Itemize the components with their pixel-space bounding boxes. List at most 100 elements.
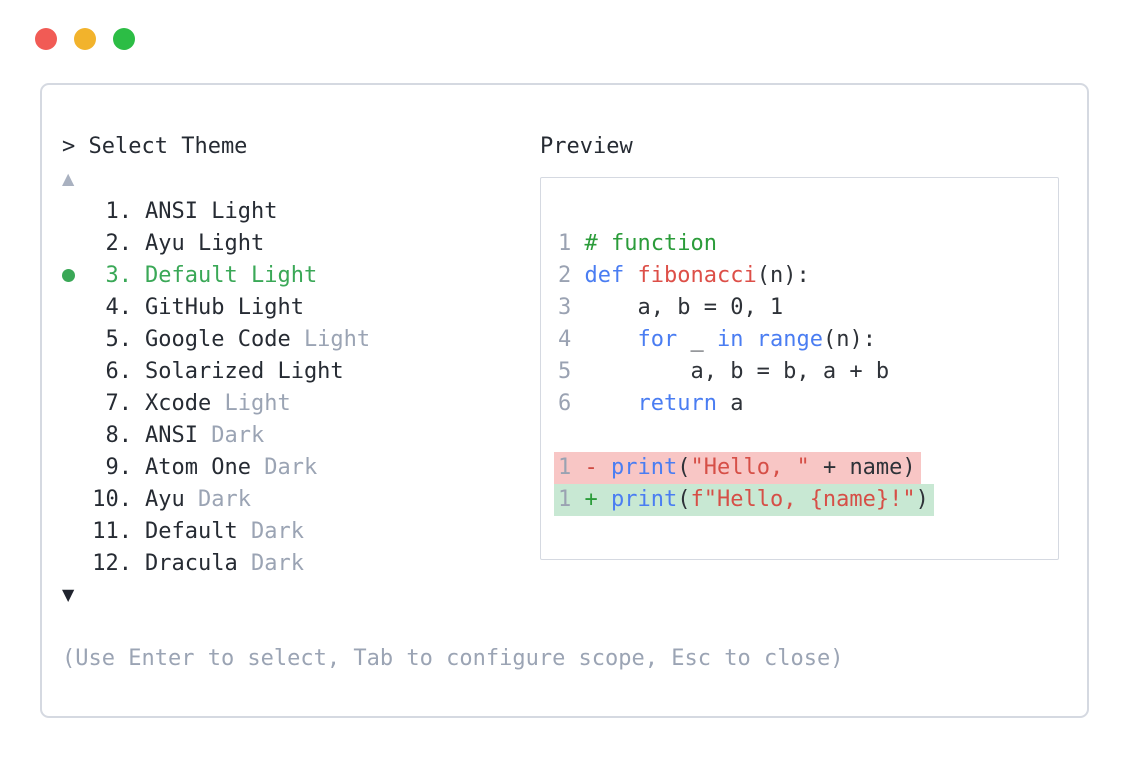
theme-number: 2.: [105, 230, 133, 256]
code-line-content: 3 a, b = 0, 1: [554, 292, 788, 324]
code-token: 5: [558, 359, 585, 384]
diff-added-line: 1 + print(f"Hello, {name}!"): [554, 484, 1050, 516]
code-token: range: [756, 327, 823, 352]
close-button[interactable]: [35, 28, 57, 50]
code-token: for: [637, 327, 678, 352]
code-token: "Hello, ": [690, 455, 810, 480]
code-line-content: [554, 420, 563, 452]
code-line: 5 a, b = b, a + b: [554, 356, 1050, 388]
theme-name: Atom One: [145, 454, 251, 480]
code-line: 2 def fibonacci(n):: [554, 260, 1050, 292]
theme-option[interactable]: 5. Google Code Light: [62, 323, 1067, 355]
code-line-content: 1 + print(f"Hello, {name}!"): [554, 484, 934, 516]
keyboard-hint-text: (Use Enter to select, Tab to configure s…: [62, 646, 844, 671]
theme-name: Ayu Light: [145, 230, 265, 256]
theme-name-muted: Dark: [264, 454, 318, 480]
scroll-up-icon[interactable]: ▲: [62, 169, 75, 188]
code-token: a: [716, 391, 744, 416]
code-token: [585, 391, 638, 416]
code-token: print: [611, 455, 678, 480]
theme-name-muted: Light: [224, 390, 291, 416]
theme-name-muted: Dark: [250, 550, 304, 576]
code-token: 2: [558, 263, 585, 288]
code-token: +: [584, 487, 611, 512]
theme-option[interactable]: 6. Solarized Light: [62, 355, 1067, 387]
theme-number: 8.: [105, 422, 133, 448]
theme-option[interactable]: 10. Ayu Dark: [62, 483, 1067, 515]
code-line: 4 for _ in range(n):: [554, 324, 1050, 356]
code-token: [743, 327, 756, 352]
theme-name: Ayu: [145, 486, 185, 512]
code-token: (n):: [822, 327, 876, 352]
code-token: # function: [584, 231, 717, 256]
code-token: 6: [558, 391, 585, 416]
code-token: + name): [809, 455, 916, 480]
zoom-button[interactable]: [113, 28, 135, 50]
theme-option[interactable]: 1. ANSI Light: [62, 195, 1067, 227]
code-line-content: 2 def fibonacci(n):: [554, 260, 815, 292]
theme-number: 3.: [105, 262, 133, 288]
code-token: [585, 327, 638, 352]
preview-title: Preview: [540, 134, 633, 159]
code-token: _: [677, 327, 717, 352]
code-line-content: 4 for _ in range(n):: [554, 324, 881, 356]
scroll-down-icon[interactable]: ▼: [62, 585, 75, 604]
theme-list: 1. ANSI Light 2. Ayu Light 3. Default Light 4.…: [62, 195, 1067, 579]
selected-bullet-icon: [62, 268, 92, 282]
code-line-content: 6 return a: [554, 388, 748, 420]
code-line: 1 # function: [554, 228, 1050, 260]
theme-list-section: > Select Theme ▲ 1. ANSI Light 2. Ayu Light…: [62, 131, 1067, 675]
code-token: 1: [558, 231, 585, 256]
theme-option[interactable]: 12. Dracula Dark: [62, 547, 1067, 579]
code-line: 3 a, b = 0, 1: [554, 292, 1050, 324]
code-token: (: [677, 455, 691, 480]
theme-number: 6.: [105, 358, 133, 384]
code-token: -: [584, 455, 611, 480]
code-token: 4: [558, 327, 585, 352]
theme-name-muted: Light: [303, 326, 371, 352]
code-token: f"Hello, {name}!": [690, 487, 916, 512]
theme-number: 4.: [105, 294, 133, 320]
theme-name: Google Code: [145, 326, 291, 352]
theme-name: Dracula: [145, 550, 238, 576]
minimize-button[interactable]: [74, 28, 96, 50]
code-token: fibonacci: [637, 263, 757, 288]
theme-name: Solarized Light: [145, 358, 344, 384]
theme-picker-window: > Select Theme ▲ 1. ANSI Light 2. Ayu Light…: [40, 83, 1089, 718]
code-token: ): [915, 487, 929, 512]
code-line-content: 5 a, b = b, a + b: [554, 356, 894, 388]
code-line: [554, 420, 1050, 452]
code-token: in: [716, 327, 744, 352]
theme-option[interactable]: 4. GitHub Light: [62, 291, 1067, 323]
theme-option[interactable]: 3. Default Light: [62, 259, 1067, 291]
theme-name: ANSI: [145, 422, 198, 448]
theme-name: Xcode: [145, 390, 212, 416]
window-controls: [35, 28, 135, 50]
code-token: (: [677, 487, 691, 512]
code-token: 1: [558, 487, 585, 512]
theme-name-muted: Dark: [197, 486, 251, 512]
select-theme-prompt: > Select Theme: [62, 134, 248, 159]
code-token: def: [584, 263, 625, 288]
theme-number: 1.: [105, 198, 133, 224]
code-token: print: [611, 487, 678, 512]
code-token: 3: [558, 295, 585, 320]
code-token: return: [637, 391, 717, 416]
theme-name: Default Light: [145, 262, 318, 288]
theme-name: GitHub Light: [145, 294, 304, 320]
theme-name: ANSI Light: [145, 198, 278, 224]
theme-number: 5.: [105, 326, 133, 352]
theme-name: Default: [145, 518, 238, 544]
theme-number: 10.: [92, 486, 132, 512]
theme-option[interactable]: 2. Ayu Light: [62, 227, 1067, 259]
code-line-content: 1 - print("Hello, " + name): [554, 452, 921, 484]
code-token: a, b = b, a + b: [584, 359, 890, 384]
theme-number: 12.: [92, 550, 132, 576]
